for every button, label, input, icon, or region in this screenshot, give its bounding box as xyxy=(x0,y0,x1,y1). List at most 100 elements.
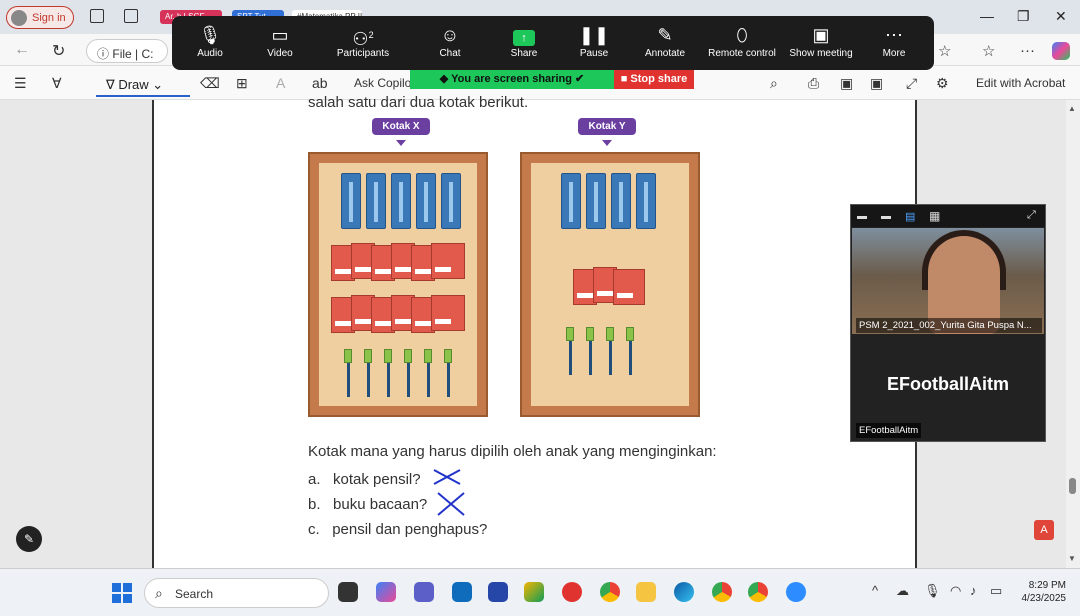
minimize-panel-icon[interactable]: ▬ xyxy=(857,211,867,222)
volume-icon[interactable]: ♪ xyxy=(970,583,977,598)
zoom-app-icon[interactable] xyxy=(786,582,806,602)
pen-with-eraser xyxy=(404,349,412,399)
windows-start-icon[interactable] xyxy=(112,583,132,603)
audio-button[interactable]: 🎙Audio xyxy=(190,22,230,59)
microphone-icon[interactable]: 🎙 xyxy=(924,583,941,598)
remote-control-button[interactable]: ⬯Remote control xyxy=(704,22,780,59)
edit-with-acrobat-button[interactable]: Edit with Acrobat xyxy=(976,76,1066,90)
save-as-icon[interactable]: ▣ xyxy=(870,75,884,91)
show-meeting-button[interactable]: ▣Show meeting xyxy=(786,22,856,59)
annotate-button[interactable]: ✎Annotate xyxy=(640,22,690,59)
strip-view-icon[interactable]: ▤ xyxy=(905,211,916,223)
more-button[interactable]: ⋯More xyxy=(874,22,914,59)
star-icon[interactable]: ☆ xyxy=(938,43,952,60)
outlook-icon[interactable] xyxy=(452,582,472,602)
pen-with-eraser xyxy=(626,327,634,377)
pen-with-eraser xyxy=(586,327,594,377)
participant-video xyxy=(852,228,1044,334)
more-icon: ⋯ xyxy=(885,25,903,45)
sharing-status-icon: ◆ xyxy=(439,73,449,85)
workspaces-icon[interactable] xyxy=(90,9,104,23)
search-icon[interactable]: ⌕ xyxy=(770,75,778,91)
refresh-icon[interactable]: ↻ xyxy=(52,43,66,60)
wifi-icon[interactable]: ◠ xyxy=(950,583,962,598)
scroll-down-icon[interactable]: ▼ xyxy=(1068,554,1076,563)
restore-icon[interactable]: ❐ xyxy=(1017,8,1030,24)
pencil-case xyxy=(636,173,656,229)
file-explorer-icon[interactable] xyxy=(636,582,656,602)
reading-book xyxy=(613,269,645,305)
highlight-icon[interactable]: ∀ xyxy=(52,75,62,91)
app-icon[interactable] xyxy=(488,582,508,602)
more-icon[interactable]: ··· xyxy=(1020,42,1035,59)
acrobat-icon[interactable]: A xyxy=(1034,520,1054,540)
pencil-case xyxy=(586,173,606,229)
address-field[interactable]: ⓘ File | C: xyxy=(86,39,168,63)
taskbar-search[interactable]: ⌕Search xyxy=(144,578,329,608)
chat-button[interactable]: ☺Chat xyxy=(430,22,470,59)
text-box-icon[interactable]: ⊞ xyxy=(236,75,248,91)
search-icon: ⌕ xyxy=(155,585,163,601)
scrollbar-thumb[interactable] xyxy=(1069,478,1076,494)
tray-chevron-icon[interactable]: ^ xyxy=(872,583,879,598)
participant-face xyxy=(928,236,1000,334)
screen-sharing-banner: ◆ You are screen sharing ✔ xyxy=(410,70,614,89)
chrome-profile-icon[interactable] xyxy=(748,582,768,602)
tab-actions-icon[interactable] xyxy=(124,9,138,23)
mouse-icon: ⬯ xyxy=(736,25,748,45)
contents-icon[interactable]: ☰ xyxy=(14,75,27,91)
pause-button[interactable]: ❚❚Pause xyxy=(574,22,614,59)
print-icon[interactable]: ⎙ xyxy=(808,75,820,91)
draw-pen-floating-icon[interactable]: ✎ xyxy=(16,526,42,552)
kotak-y-box xyxy=(520,152,700,417)
chat-icon: ☺ xyxy=(440,25,460,45)
favorites-icon[interactable]: ☆ xyxy=(982,43,996,60)
kotak-x-pointer xyxy=(396,140,406,146)
draw-pen-icon: ∇ xyxy=(106,77,115,92)
ask-copilot-button[interactable]: Ask Copilot xyxy=(354,76,415,90)
close-icon[interactable]: ✕ xyxy=(1055,8,1067,24)
gallery-view-icon[interactable]: ▦ xyxy=(929,209,941,223)
mic-icon: 🎙 xyxy=(198,25,222,45)
task-view-icon[interactable] xyxy=(338,582,358,602)
info-icon: ⓘ xyxy=(97,47,110,61)
games-icon[interactable] xyxy=(524,582,544,602)
vertical-scrollbar[interactable] xyxy=(1066,100,1080,568)
share-button[interactable]: ↑Share xyxy=(510,30,538,59)
question-text: Kotak mana yang harus dipilih oleh anak … xyxy=(308,443,717,460)
chrome-profile-icon[interactable] xyxy=(712,582,732,602)
pen-with-eraser xyxy=(444,349,452,399)
opera-icon[interactable] xyxy=(562,582,582,602)
avatar-icon xyxy=(11,9,27,26)
sign-in-button[interactable]: Sign in xyxy=(6,6,74,29)
cloud-icon[interactable]: ☁ xyxy=(896,583,909,598)
stop-share-button[interactable]: ■ Stop share xyxy=(614,70,694,89)
edge-icon[interactable] xyxy=(674,582,694,602)
video-button[interactable]: ▭Video xyxy=(260,22,300,59)
option-c: c. pensil dan penghapus? xyxy=(308,521,488,538)
draw-button[interactable]: ∇ Draw ⌄ xyxy=(96,71,190,97)
scroll-up-icon[interactable]: ▲ xyxy=(1068,104,1076,113)
fullscreen-icon[interactable]: ⤢ xyxy=(906,75,918,91)
pencil-case xyxy=(366,173,386,229)
reading-book xyxy=(431,295,465,331)
read-aloud-icon[interactable]: A xyxy=(276,75,286,91)
pen-with-eraser xyxy=(384,349,392,399)
back-icon[interactable]: ← xyxy=(14,41,30,58)
settings-gear-icon[interactable]: ⚙ xyxy=(936,75,949,91)
annotation-x-mark-a xyxy=(433,469,461,485)
save-icon[interactable]: ▣ xyxy=(840,75,854,91)
chrome-icon[interactable] xyxy=(600,582,620,602)
speaker-view-icon[interactable]: ▬ xyxy=(881,211,891,222)
eraser-icon[interactable]: ⌫ xyxy=(200,75,220,91)
minimize-icon[interactable]: — xyxy=(980,8,994,24)
copilot-icon[interactable] xyxy=(1052,42,1070,60)
translate-icon[interactable]: ab xyxy=(312,75,328,91)
teams-icon[interactable] xyxy=(414,582,434,602)
copilot-app-icon[interactable] xyxy=(376,582,396,602)
expand-icon[interactable]: ⤢ xyxy=(1027,209,1036,221)
battery-icon[interactable]: ▭ xyxy=(990,583,1003,598)
participants-icon: ⚇2 xyxy=(352,29,374,49)
